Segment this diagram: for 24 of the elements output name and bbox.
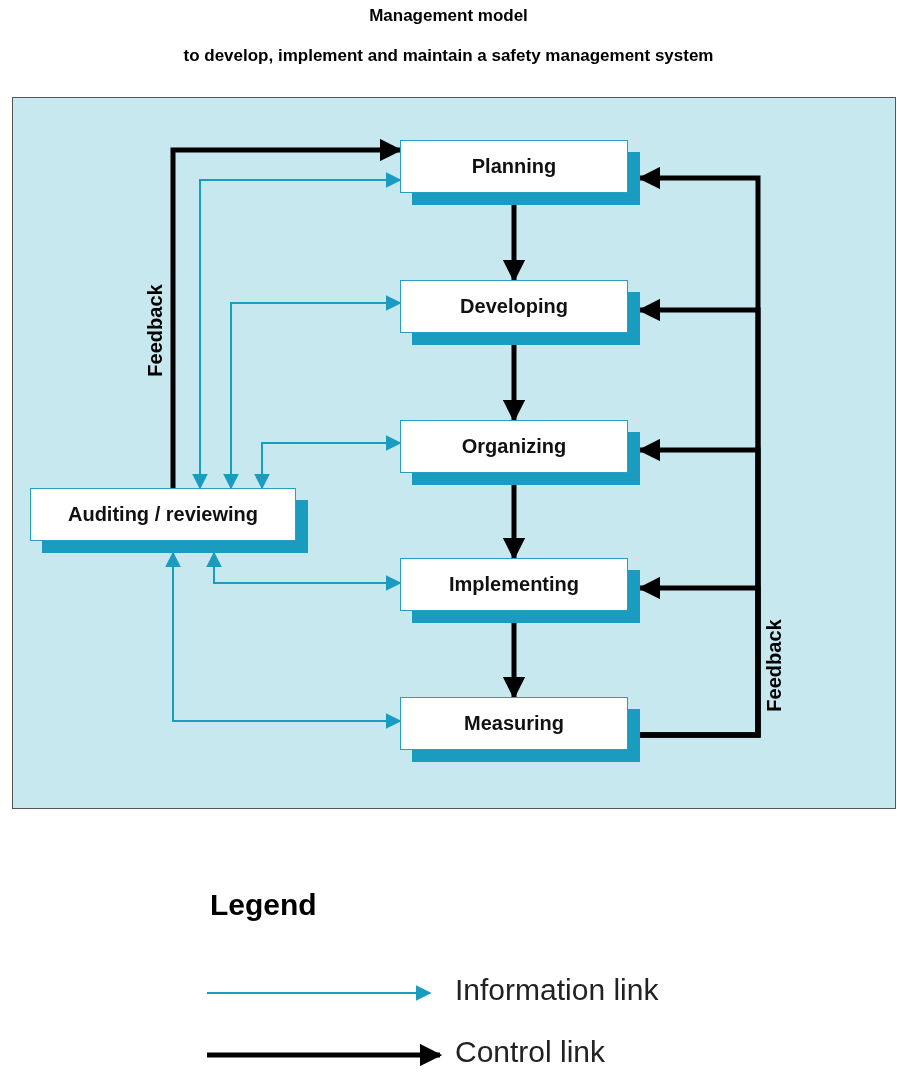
legend-label: Information link	[455, 973, 659, 1007]
process-box	[400, 280, 640, 345]
process-box	[400, 420, 640, 485]
process-box	[400, 558, 640, 623]
arrow	[192, 172, 402, 490]
edge-label: Feedback	[762, 618, 786, 712]
process-label: Developing	[460, 295, 568, 318]
legend-heading: Legend	[210, 888, 317, 922]
process-label: Implementing	[449, 573, 579, 596]
process-box	[400, 140, 640, 205]
diagram-subtitle: to develop, implement and maintain a safety management system	[182, 46, 715, 66]
arrow	[254, 435, 402, 490]
process-label: Measuring	[464, 712, 564, 735]
edge-label: Feedback	[143, 283, 167, 377]
process-label: Planning	[471, 155, 557, 178]
arrow	[223, 295, 402, 490]
arrow	[165, 551, 402, 729]
process-box	[400, 697, 640, 762]
arrow	[206, 551, 402, 591]
legend-label: Control link	[455, 1035, 606, 1069]
process-label: Organizing	[461, 435, 567, 458]
process-label: Auditing / reviewing	[68, 503, 258, 526]
diagram-title: Management model	[368, 6, 529, 26]
process-box	[30, 488, 308, 553]
